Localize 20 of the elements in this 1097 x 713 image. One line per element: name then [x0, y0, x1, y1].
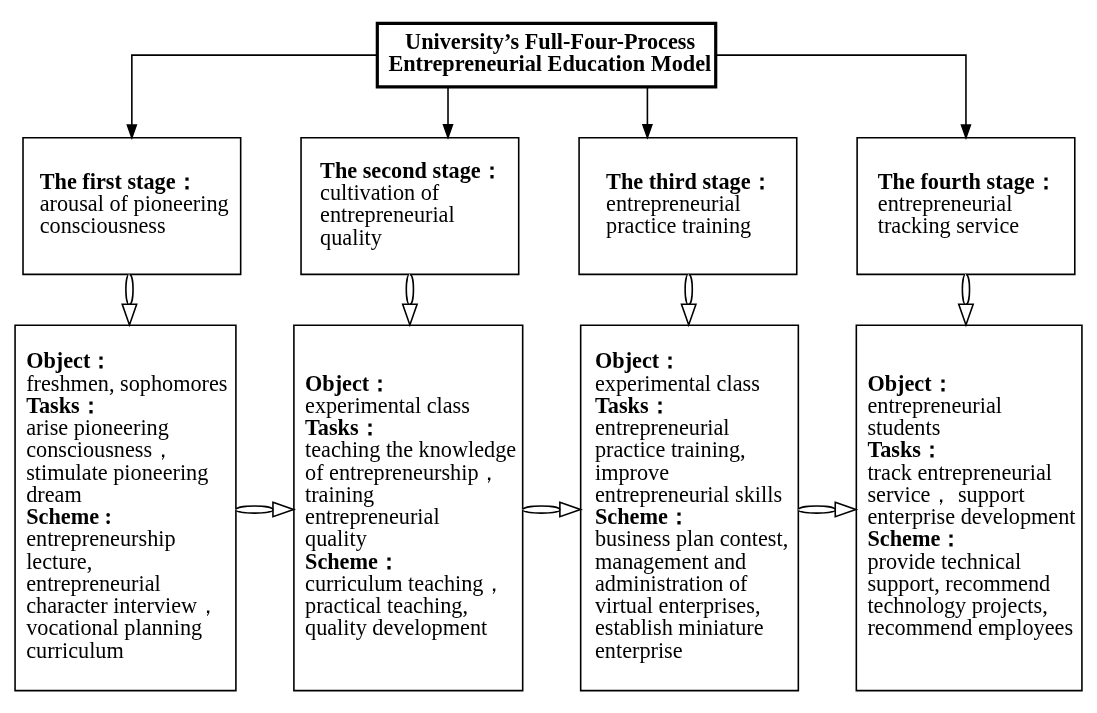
- arrow: [442, 85, 454, 140]
- arrow: [957, 273, 975, 327]
- node-box: The first stage： arousal of pioneering consciousness: [22, 136, 242, 275]
- node-box: The third stage： entrepreneurial practice training: [578, 136, 798, 275]
- node-box: Object： entrepreneurial students Tasks： track entrepreneurial service， support enterprise development Scheme： provide technical support, recommend technology projects, recommend employees: [855, 323, 1083, 691]
- node-box: Object： experimental class Tasks： entrepreneurial practice training, improve entrepreneurial skills Scheme： business plan contest, management and administration of virtual enterprises, establish miniature enterprise: [579, 323, 800, 691]
- node-box: Object： freshmen, sophomores Tasks： arise pioneering consciousness， stimulate pioneering dream Scheme : entrepreneurship lecture, entrepreneurial character interview， vocational planning curriculum: [14, 323, 237, 691]
- arrow: [121, 273, 138, 327]
- node-box: University’s Full-Four-Process Entrepreneurial Education Model: [375, 21, 718, 88]
- arrow: [797, 500, 859, 518]
- arrow: [641, 85, 653, 140]
- arrow: [401, 273, 419, 327]
- arrow: [126, 53, 379, 140]
- node-box: The second stage： cultivation of entrepreneurial quality: [300, 136, 520, 275]
- node-box: The fourth stage： entrepreneurial tracking service: [856, 136, 1076, 275]
- node-box: Object： experimental class Tasks： teaching the knowledge of entrepreneurship， training entrepreneurial quality Scheme： curriculum teaching， practical teaching, quality development: [293, 323, 524, 691]
- arrow: [715, 53, 972, 140]
- arrow: [522, 500, 583, 518]
- arrow: [680, 273, 698, 327]
- arrow: [235, 500, 296, 518]
